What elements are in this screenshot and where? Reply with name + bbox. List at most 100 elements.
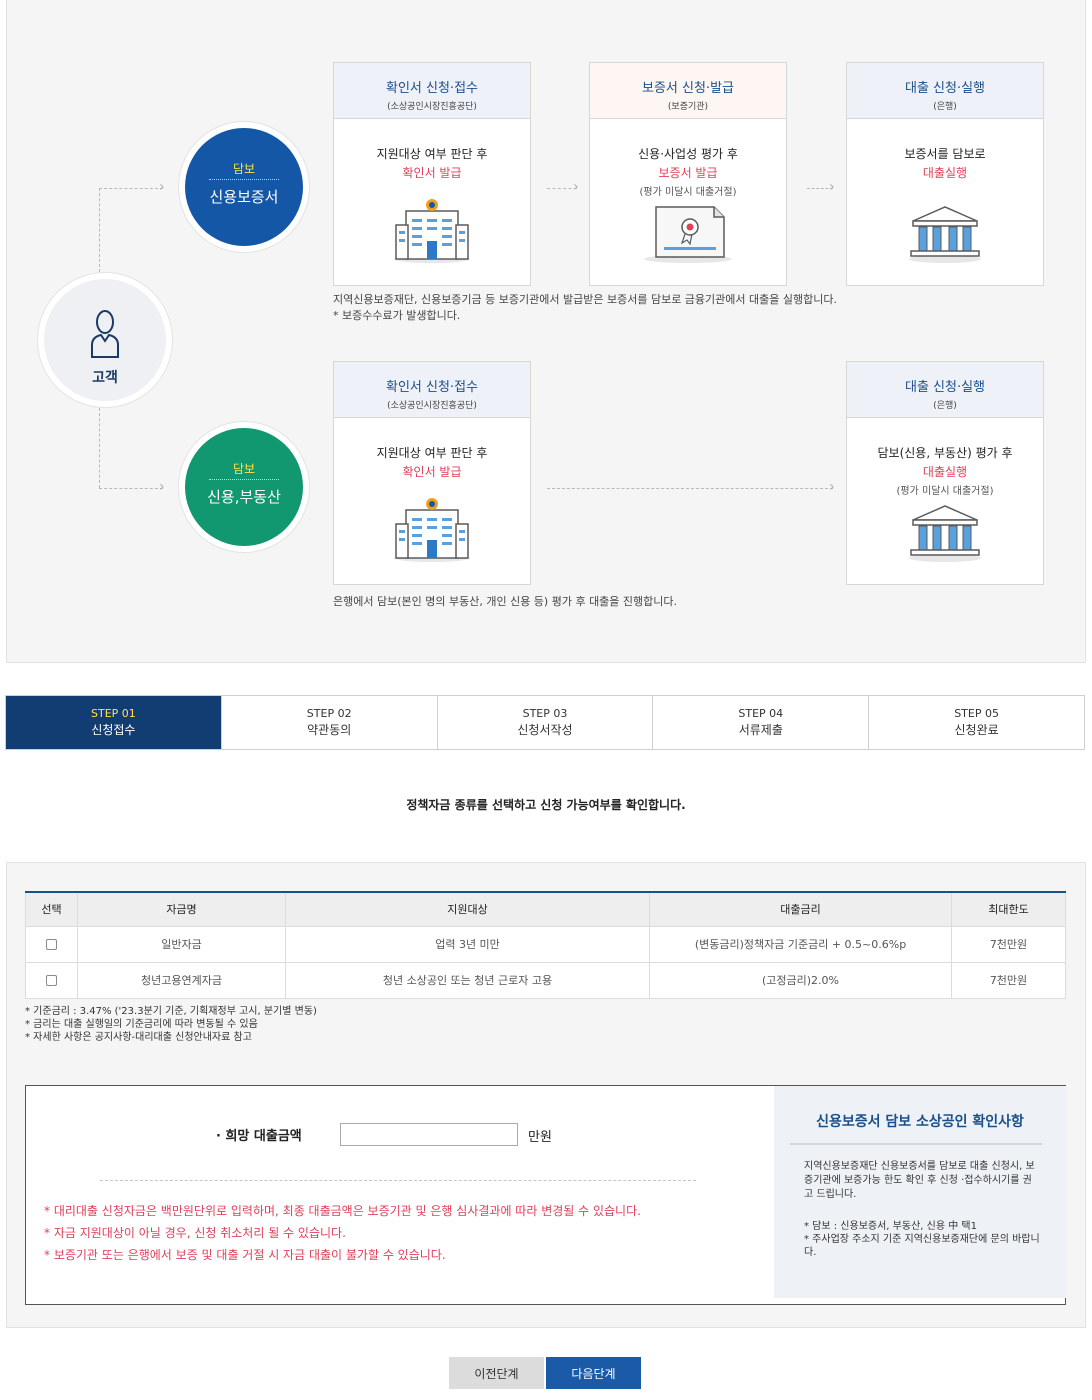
row1-note: 지역신용보증재단, 신용보증기금 등 보증기관에서 발급받은 보증서를 담보로 … <box>333 292 837 324</box>
office-building-icon <box>394 199 470 263</box>
checklist-text: 지역신용보증재단 신용보증서를 담보로 대출 신청시, 보증기관에 보증가능 한… <box>804 1161 1035 1200</box>
guarantee-checklist: 신용보증서 담보 소상공인 확인사항 지역신용보증재단 신용보증서를 담보로 대… <box>774 1086 1066 1298</box>
collateral-real-estate-circle: 담보 신용,부동산 <box>178 421 310 553</box>
loan-flow-diagram: 고객 › › 담보 신용보증서 확인서 신청·접수 (소상공인시장진흥공단) 지원… <box>6 0 1086 663</box>
arrow-right-icon: › <box>159 179 165 195</box>
connector-line <box>99 408 100 488</box>
collateral-tag: 담보 <box>232 462 256 476</box>
person-icon <box>91 310 119 358</box>
card-title: 대출 신청·실행 <box>904 81 986 96</box>
connector-line <box>99 188 100 272</box>
fund-name: 청년고용연계자금 <box>77 961 286 999</box>
fund-rate: (고정금리)2.0% <box>649 961 952 999</box>
col-select: 선택 <box>25 891 78 927</box>
card-highlight: 보증서 발급 <box>658 166 718 180</box>
connector-line <box>547 488 833 489</box>
arrow-right-icon: › <box>829 179 835 195</box>
arrow-right-icon: › <box>829 479 835 495</box>
prev-step-button[interactable]: 이전단계 <box>449 1357 544 1389</box>
note-base-rate: * 기준금리 : 3.47% ('23.3분기 기준, 기획재정부 고시, 분기… <box>25 1006 317 1017</box>
page-instruction: 정책자금 종류를 선택하고 신청 가능여부를 확인합니다. <box>406 798 686 812</box>
loan-amount-box: · 희망 대출금액 만원 * 대리대출 신청자금은 백만원단위로 입력하며, 최… <box>25 1085 1066 1305</box>
checklist-note: * 주사업장 주소지 기준 지역신용보증재단에 문의 바랍니다. <box>804 1234 1040 1258</box>
checklist-note: * 담보 : 신용보증서, 부동산, 신용 中 택1 <box>804 1221 977 1232</box>
table-header-row: 선택 자금명 지원대상 대출금리 최대한도 <box>25 891 1066 927</box>
row2-note: 은행에서 담보(본인 명의 부동산, 개인 신용 등) 평가 후 대출을 진행합… <box>333 595 678 608</box>
fund-selection-panel: 선택 자금명 지원대상 대출금리 최대한도 일반자금 업력 3년 미만 (변동금… <box>6 862 1086 1328</box>
certificate-icon <box>644 206 732 263</box>
collateral-label: 신용보증서 <box>209 188 279 206</box>
collateral-label: 신용,부동산 <box>207 488 281 506</box>
fund-target: 청년 소상공인 또는 청년 근로자 고용 <box>285 961 650 999</box>
collateral-tag: 담보 <box>232 162 256 176</box>
card-title: 확인서 신청·접수 <box>386 81 478 96</box>
fund-target: 업력 3년 미만 <box>285 925 650 963</box>
warning-line: * 자금 지원대상이 아닐 경우, 신청 취소처리 될 수 있습니다. <box>44 1226 346 1240</box>
card-subtitle: (은행) <box>933 401 957 411</box>
warning-line: * 보증기관 또는 은행에서 보증 및 대출 거절 시 자금 대출이 불가할 수… <box>44 1248 446 1262</box>
card-desc: 지원대상 여부 판단 후 <box>376 446 488 460</box>
arrow-right-icon: › <box>159 479 165 495</box>
fund-checkbox-general[interactable] <box>46 939 57 950</box>
col-limit: 최대한도 <box>951 891 1066 927</box>
connector-line <box>99 488 163 489</box>
note-rate-change: * 금리는 대출 실행일의 기준금리에 따라 변동될 수 있음 <box>25 1019 258 1030</box>
col-target: 지원대상 <box>285 891 650 927</box>
fund-name: 일반자금 <box>77 925 286 963</box>
card-highlight: 대출실행 <box>922 166 968 180</box>
card-desc: 신용·사업성 평가 후 <box>638 147 738 161</box>
step-number: STEP 01 <box>91 707 136 720</box>
card-title: 보증서 신청·발급 <box>642 81 734 96</box>
fund-checkbox-youth[interactable] <box>46 975 57 986</box>
step-number: STEP 05 <box>954 707 999 720</box>
collateral-guarantee-circle: 담보 신용보증서 <box>178 121 310 253</box>
card-subtitle: (보증기관) <box>667 102 709 112</box>
checklist-notes: * 담보 : 신용보증서, 부동산, 신용 中 택1 * 주사업장 주소지 기준… <box>804 1220 1040 1259</box>
step-name: 신청서작성 <box>517 723 573 737</box>
card-desc: 지원대상 여부 판단 후 <box>376 147 488 161</box>
bank-icon <box>909 206 981 263</box>
table-row: 청년고용연계자금 청년 소상공인 또는 청년 근로자 고용 (고정금리)2.0%… <box>25 961 1066 999</box>
fund-notes: * 기준금리 : 3.47% ('23.3분기 기준, 기획재정부 고시, 분기… <box>25 1005 317 1044</box>
card-desc: 담보(신용, 부동산) 평가 후 <box>877 446 1013 460</box>
checklist-title: 신용보증서 담보 소상공인 확인사항 <box>816 1114 1024 1130</box>
loan-amount-unit: 만원 <box>528 1130 552 1145</box>
warning-line: * 대리대출 신청자금은 백만원단위로 입력하며, 최종 대출금액은 보증기관 … <box>44 1204 641 1218</box>
fund-rate: (변동금리)정책자금 기준금리 + 0.5~0.6%p <box>649 925 952 963</box>
step-2: STEP 02 약관동의 <box>220 696 437 749</box>
card-desc: 보증서를 담보로 <box>904 147 986 161</box>
loan-amount-input[interactable] <box>340 1123 518 1146</box>
step-number: STEP 02 <box>306 707 352 720</box>
card-subtitle: (은행) <box>933 102 957 112</box>
bank-icon <box>909 505 981 562</box>
step-number: STEP 04 <box>738 707 784 720</box>
connector-line <box>807 188 833 189</box>
next-step-button[interactable]: 다음단계 <box>546 1357 641 1389</box>
step-number: STEP 03 <box>522 707 568 720</box>
fund-limit: 7천만원 <box>951 925 1066 963</box>
fund-table: 선택 자금명 지원대상 대출금리 최대한도 일반자금 업력 3년 미만 (변동금… <box>25 891 1066 999</box>
divider <box>100 1180 696 1181</box>
divider <box>790 1143 1042 1145</box>
col-rate: 대출금리 <box>649 891 952 927</box>
card-subtitle: (소상공인시장진흥공단) <box>387 102 477 112</box>
card-highlight: 확인서 발급 <box>402 465 462 479</box>
customer-label: 고객 <box>92 370 118 386</box>
row1-fee-note: * 보증수수료가 발생합니다. <box>333 309 461 322</box>
customer-node: 고객 <box>37 272 173 408</box>
row1-note-line: 지역신용보증재단, 신용보증기금 등 보증기관에서 발급받은 보증서를 담보로 … <box>333 293 837 306</box>
arrow-right-icon: › <box>573 179 579 195</box>
step-name: 약관동의 <box>307 723 352 737</box>
card-note: (평가 미달시 대출거절) <box>896 486 994 497</box>
card-highlight: 확인서 발급 <box>402 166 462 180</box>
connector-line <box>547 188 577 189</box>
office-building-icon <box>394 498 470 562</box>
card-note: (평가 미달시 대출거절) <box>639 187 737 198</box>
